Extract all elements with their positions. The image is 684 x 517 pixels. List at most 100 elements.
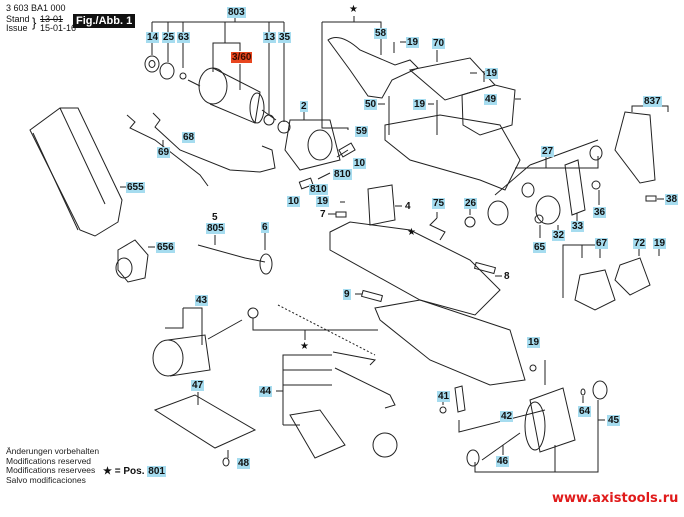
note-es: Salvo modificaciones (6, 474, 86, 485)
handle-58 (327, 37, 419, 99)
label-72[interactable]: 72 (633, 238, 647, 249)
roller-45 (529, 387, 576, 453)
label-810-left[interactable]: 810 (309, 184, 328, 195)
label-69[interactable]: 69 (157, 147, 171, 158)
label-19-cap[interactable]: 19 (485, 68, 499, 79)
label-67[interactable]: 67 (595, 238, 609, 249)
label-59[interactable]: 59 (355, 126, 369, 137)
wire-69 (126, 114, 209, 187)
label-19-housing[interactable]: 19 (413, 99, 427, 110)
modification-notes: Änderungen vorbehalten Modifications res… (6, 446, 100, 485)
part-7 (335, 211, 347, 218)
lever-44 (334, 367, 396, 409)
label-41[interactable]: 41 (437, 391, 451, 402)
switch-4 (367, 184, 396, 226)
label-58[interactable]: 58 (374, 28, 388, 39)
label-803[interactable]: 803 (227, 7, 246, 18)
label-44[interactable]: 44 (259, 386, 273, 397)
label-65[interactable]: 65 (533, 242, 547, 253)
clip-63 (179, 72, 187, 80)
star-symbol: ★ (349, 4, 358, 15)
wire-68 (152, 112, 276, 173)
note-en: Modifications reserved (6, 455, 92, 466)
washer-25 (159, 62, 175, 80)
label-10-left[interactable]: 10 (287, 196, 301, 207)
label-3-60[interactable]: 3/60 (231, 52, 253, 63)
base-plate (374, 299, 526, 386)
pulley-32 (535, 195, 561, 225)
brace: } (32, 15, 37, 30)
stand-value: 13-01 (40, 14, 64, 24)
label-13[interactable]: 13 (263, 32, 277, 43)
issue-value: 15-01-16 (40, 23, 77, 33)
document-number: 3 603 BA1 000 (6, 3, 66, 13)
label-19-base[interactable]: 19 (527, 337, 541, 348)
label-35[interactable]: 35 (278, 32, 292, 43)
stand-label: Stand (6, 14, 30, 24)
label-46[interactable]: 46 (496, 456, 510, 467)
figure-label: Fig./Abb. 1 (73, 14, 136, 28)
dust-box (289, 409, 346, 459)
star-legend: ★ = Pos. 801 (103, 466, 166, 477)
roller-43 (152, 339, 184, 377)
label-4[interactable]: 4 (405, 201, 411, 212)
label-27[interactable]: 27 (541, 146, 555, 157)
note-de: Änderungen vorbehalten (6, 446, 100, 456)
label-26[interactable]: 26 (464, 198, 478, 209)
housing-top-59 (384, 114, 521, 191)
label-48[interactable]: 48 (237, 458, 251, 469)
plate-38 (645, 195, 657, 202)
label-33[interactable]: 33 (571, 221, 585, 232)
issue-label: Issue (6, 23, 28, 33)
label-9[interactable]: 9 (343, 289, 351, 300)
label-805[interactable]: 805 (206, 223, 225, 234)
label-656[interactable]: 656 (156, 242, 175, 253)
belt-33 (564, 159, 586, 216)
label-7[interactable]: 7 (320, 209, 326, 220)
label-70[interactable]: 70 (432, 38, 446, 49)
label-655[interactable]: 655 (126, 182, 145, 193)
armature-360 (187, 67, 277, 124)
label-19-screw[interactable]: 19 (316, 196, 330, 207)
note-fr: Modifications reservees (6, 465, 96, 475)
star-symbol: ★ (300, 341, 309, 352)
label-2[interactable]: 2 (300, 101, 308, 112)
label-43[interactable]: 43 (195, 295, 209, 306)
label-49[interactable]: 49 (484, 94, 498, 105)
label-38[interactable]: 38 (665, 194, 679, 205)
label-810-right[interactable]: 810 (333, 169, 352, 180)
leader-803 (151, 18, 285, 122)
label-25[interactable]: 25 (162, 32, 176, 43)
label-19-top[interactable]: 19 (406, 37, 420, 48)
label-50[interactable]: 50 (364, 99, 378, 110)
field-coil-2 (284, 112, 341, 171)
label-32[interactable]: 32 (552, 230, 566, 241)
cap-49 (461, 84, 516, 136)
label-63[interactable]: 63 (177, 32, 191, 43)
lower-housing (329, 221, 501, 316)
knob-67a (574, 269, 616, 311)
label-10-right[interactable]: 10 (353, 158, 367, 169)
label-6[interactable]: 6 (261, 222, 269, 233)
label-36[interactable]: 36 (593, 207, 607, 218)
star-legend-prefix: ★ = Pos. (103, 466, 145, 477)
label-8[interactable]: 8 (504, 271, 510, 282)
cover-837 (614, 111, 656, 184)
label-14[interactable]: 14 (146, 32, 160, 43)
star-legend-value[interactable]: 801 (147, 466, 166, 477)
label-5[interactable]: 5 (212, 212, 218, 223)
label-45[interactable]: 45 (607, 415, 621, 426)
label-47[interactable]: 47 (191, 380, 205, 391)
adapter-656 (115, 239, 149, 283)
label-75[interactable]: 75 (432, 198, 446, 209)
label-68[interactable]: 68 (182, 132, 196, 143)
knob-67b (614, 257, 651, 296)
star-symbol: ★ (407, 227, 416, 238)
label-19-knob[interactable]: 19 (653, 238, 667, 249)
dust-bag-655 (29, 107, 123, 237)
label-42[interactable]: 42 (500, 411, 514, 422)
label-64[interactable]: 64 (578, 406, 592, 417)
label-837[interactable]: 837 (643, 96, 662, 107)
website-watermark[interactable]: www.axistools.ru (552, 491, 679, 506)
